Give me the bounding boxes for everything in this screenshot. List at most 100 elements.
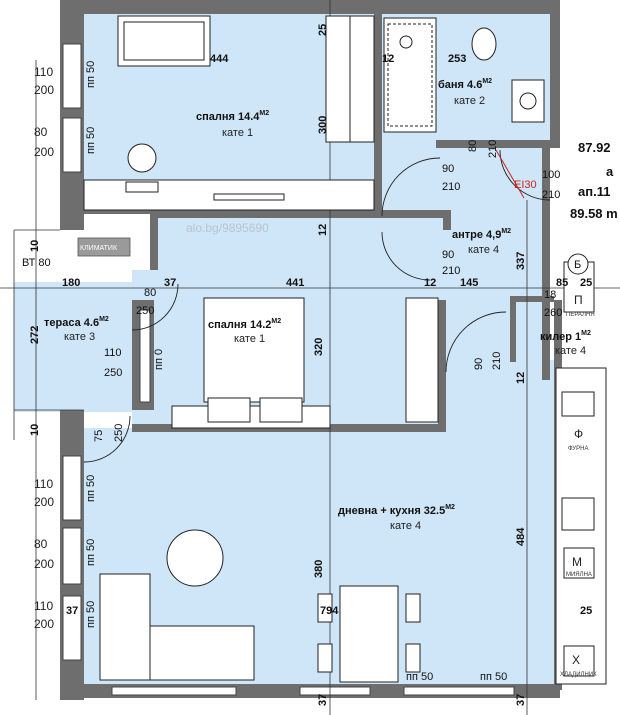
area-info: 87.92 а ап.11 89.58 m [570,140,618,221]
door-terrace-bottom [83,415,131,463]
dim-210c: 210 [542,189,560,201]
window-5-b: 200 [34,617,54,631]
pp0-label: пп 0 [153,349,165,370]
wall-bed1-bottom [150,210,444,218]
floor-terrace [14,282,132,412]
climatic-unit [77,237,131,257]
watermark-text: alo.bg/9895690 [186,221,269,235]
ei30-door-line [495,149,525,199]
bath-fixtures [383,17,545,133]
window-4 [62,527,82,585]
dim-250a: 250 [136,305,154,317]
dim-320: 320 [313,338,325,356]
wall-bed2-left [150,214,158,270]
living-furniture [99,529,421,683]
room-terrace-name: тераса 4.6М2 [44,316,109,329]
dim-25a: 25 [317,24,329,36]
floor-living-kitchen [443,360,554,684]
room-terrace-floor: кате 3 [64,331,95,343]
dim-18: 18 [544,289,556,301]
appliance-fridge: Б [567,253,589,275]
washer-label: ПЕРАЛНЯ [566,312,595,318]
room-bath-name: баня 4.6М2 [438,78,492,91]
room-bath-floor: кате 2 [454,95,485,107]
window-5-pp: пп 50 [85,601,97,628]
dim-100: 100 [542,169,560,181]
dim-37b: 37 [66,605,78,617]
dishwasher-letter: М [572,555,582,569]
dim-10a: 10 [29,240,41,252]
wardrobe-2 [405,297,439,423]
window-4-pp: пп 50 [85,539,97,566]
window-4-a: 80 [34,537,48,551]
door-hall-entry [381,231,431,281]
room-pantry-name: килер 1М2 [540,330,591,343]
dim-441: 441 [286,277,304,289]
wardrobe-1 [325,15,375,143]
dim-90c: 90 [473,358,485,370]
dim-110a: 110 [104,347,122,359]
dim-12c: 12 [424,277,436,289]
wall-bath-bottom [436,140,550,148]
window-2 [62,117,82,173]
ei30-label: EI30 [514,179,537,191]
oven-letter: Ф [574,427,583,441]
window-1-b: 200 [34,83,54,97]
dim-210d: 210 [442,265,460,277]
dim-25b: 25 [580,277,592,289]
cooler-letter: Х [572,653,580,667]
wall-bath-left [374,14,382,214]
dim-145: 145 [460,277,478,289]
dim-484: 484 [515,527,527,546]
door-bed1 [381,157,441,217]
dim-90b: 90 [442,249,454,261]
window-bottom-3 [403,686,515,696]
area-c: ап.11 [578,184,610,199]
dim-12a: 12 [382,53,394,65]
bt-label: ВТ 80 [22,257,51,269]
wall-top [60,0,558,14]
dim-85: 85 [556,277,568,289]
room-bedroom1-floor: кате 1 [222,127,253,139]
appliance-cooler: Х ХЛАДИЛНИК [560,653,597,678]
window-5-a: 110 [34,599,53,613]
room-bedroom1-name: спалня 14.4М2 [196,110,269,123]
wall-bed2-right [438,300,446,428]
washer-letter: П [574,293,583,307]
dim-250c: 250 [113,424,125,442]
appliance-washer: П ПЕРАЛНЯ [566,293,595,318]
dim-272: 272 [29,326,41,344]
area-d: 89.58 m [570,206,618,221]
window-bottom-2 [299,686,371,696]
dim-75: 75 [93,430,105,442]
window-terrace [139,309,151,403]
room-living-name: дневна + кухня 32.5М2 [338,504,455,517]
dim-25c: 25 [580,605,592,617]
dim-210a: 210 [487,140,499,158]
kitchen-counter [555,261,607,685]
door-terrace [131,283,179,331]
window-bottom-1 [111,686,237,696]
dim-444: 444 [210,53,229,65]
wall-hall-bottom [443,210,451,230]
appliance-dishwasher: М МИЯЛНА [566,555,592,578]
dim-12b: 12 [317,224,329,236]
window-2-a: 80 [34,125,48,139]
dim-10b: 10 [29,424,41,436]
room-bedroom2-floor: кате 1 [234,333,265,345]
dim-180: 180 [62,277,80,289]
area-b: а [606,164,614,179]
wall-pantry-top [512,296,554,302]
window-1-pp: пп 50 [85,61,97,88]
wall-hall-right [542,148,550,380]
pp50-bottom-a: пп 50 [406,671,433,683]
pp50-bottom-b: пп 50 [480,671,507,683]
dim-37a: 37 [164,277,176,289]
floor-pantry [515,300,545,360]
window-4-b: 200 [34,557,54,571]
wall-pantry-left [510,296,516,362]
windows [62,43,515,696]
window-3 [62,455,82,521]
